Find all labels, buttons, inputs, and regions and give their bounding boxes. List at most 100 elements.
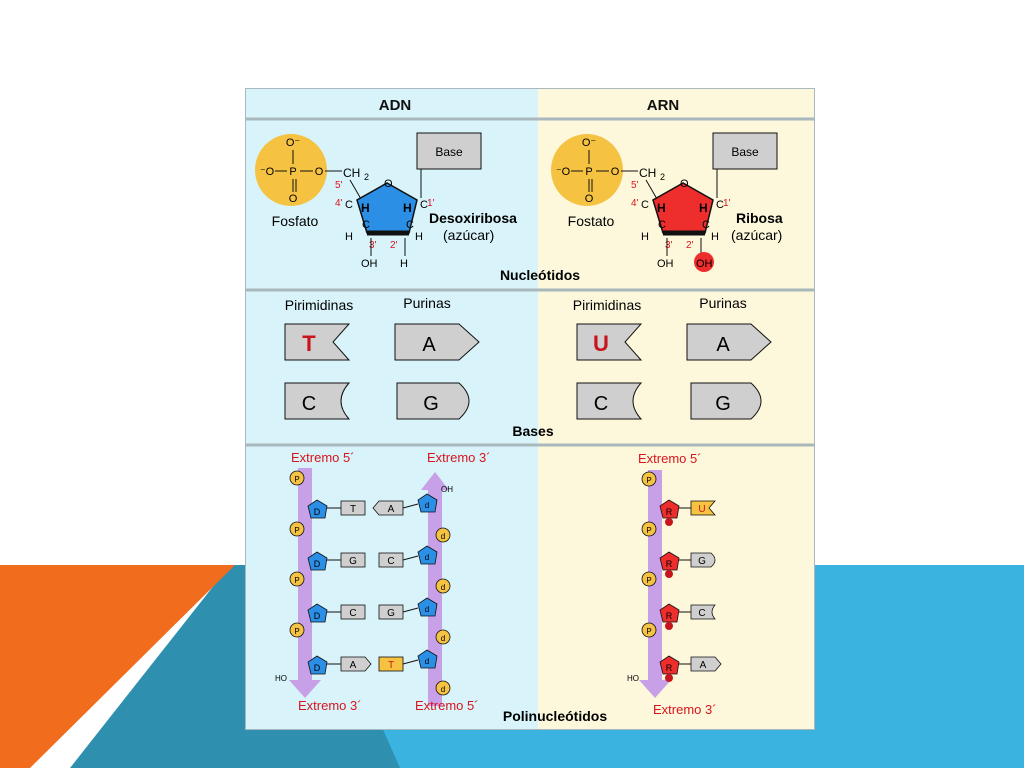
arn-nucleotide: O⁻ ⁻O P O O Fostato CH 2 5' O C 4' H C 1… bbox=[551, 132, 783, 272]
adn-pyrimidines-label: Pirimidinas bbox=[285, 297, 353, 313]
phosphate-marker bbox=[289, 571, 305, 587]
nucleotides-section-label: Nucleótidos bbox=[500, 267, 580, 283]
svg-text:D: D bbox=[314, 611, 321, 621]
phosphate-marker bbox=[435, 629, 451, 645]
svg-text:3': 3' bbox=[369, 240, 377, 251]
svg-text:HO: HO bbox=[627, 674, 639, 683]
svg-text:P: P bbox=[294, 576, 299, 585]
svg-text:⁻O: ⁻O bbox=[260, 166, 275, 178]
svg-text:T: T bbox=[350, 504, 356, 515]
phosphate-marker bbox=[289, 470, 305, 486]
svg-text:O: O bbox=[289, 193, 298, 205]
svg-text:d: d bbox=[441, 634, 445, 643]
arn-2-oh-highlight bbox=[694, 252, 714, 272]
svg-text:O: O bbox=[585, 193, 594, 205]
svg-text:HO: HO bbox=[275, 674, 287, 683]
bases-section-label: Bases bbox=[512, 423, 553, 439]
svg-text:T: T bbox=[388, 660, 394, 671]
ribose-marker bbox=[659, 603, 680, 623]
svg-text:G: G bbox=[715, 393, 731, 415]
deoxyribose-marker bbox=[307, 499, 328, 519]
arn-pyrimidines-label: Pirimidinas bbox=[573, 297, 641, 313]
svg-text:C: C bbox=[702, 219, 710, 231]
svg-text:1': 1' bbox=[723, 198, 731, 209]
svg-text:O⁻: O⁻ bbox=[582, 137, 597, 149]
adn-purines-label: Purinas bbox=[403, 295, 450, 311]
phosphate-marker bbox=[641, 622, 657, 638]
adn-right-end3: Extremo 3´ bbox=[427, 450, 491, 465]
svg-text:A: A bbox=[388, 504, 395, 515]
deoxyribose-marker bbox=[307, 603, 328, 623]
svg-text:d: d bbox=[441, 685, 445, 694]
svg-text:4': 4' bbox=[335, 198, 343, 209]
svg-text:C: C bbox=[420, 199, 428, 211]
ribose-marker bbox=[659, 655, 680, 675]
phosphate-marker bbox=[435, 680, 451, 696]
arn-base-c bbox=[576, 382, 643, 420]
svg-text:C: C bbox=[698, 608, 705, 619]
phosphate-marker bbox=[435, 527, 451, 543]
svg-text:C: C bbox=[658, 219, 666, 231]
svg-text:H: H bbox=[403, 201, 412, 215]
ribose-marker bbox=[659, 499, 680, 519]
slide-orange-triangle bbox=[0, 565, 235, 768]
svg-text:C: C bbox=[716, 199, 724, 211]
arn-base-u bbox=[576, 323, 643, 361]
svg-text:H: H bbox=[400, 258, 408, 270]
svg-text:CH: CH bbox=[343, 166, 360, 180]
phosphate-marker bbox=[289, 521, 305, 537]
svg-text:A: A bbox=[422, 334, 436, 356]
ribose-marker bbox=[659, 551, 680, 571]
adn-base-g bbox=[396, 382, 470, 420]
arn-strand: P P P P R R R R HO U G C A bbox=[627, 470, 722, 698]
svg-text:2': 2' bbox=[686, 240, 694, 251]
svg-text:2: 2 bbox=[364, 172, 369, 182]
svg-text:P: P bbox=[646, 476, 651, 485]
svg-text:OH: OH bbox=[361, 258, 378, 270]
svg-text:A: A bbox=[350, 660, 357, 671]
svg-text:Base: Base bbox=[435, 145, 463, 159]
svg-text:H: H bbox=[361, 201, 370, 215]
svg-text:2': 2' bbox=[390, 240, 398, 251]
svg-text:P: P bbox=[294, 627, 299, 636]
arn-end5: Extremo 5´ bbox=[638, 451, 702, 466]
svg-text:P: P bbox=[289, 166, 296, 178]
svg-text:d: d bbox=[425, 657, 429, 666]
svg-text:Base: Base bbox=[731, 145, 759, 159]
deoxyribose-marker bbox=[417, 597, 438, 617]
svg-text:OH: OH bbox=[696, 258, 713, 270]
arn-base-a bbox=[686, 323, 772, 361]
adn-base-t bbox=[284, 323, 351, 361]
adn-phosphate-group bbox=[255, 134, 327, 206]
svg-text:P: P bbox=[294, 526, 299, 535]
svg-text:T: T bbox=[302, 331, 316, 356]
deoxyribose-marker bbox=[307, 655, 328, 675]
adn-right-end5: Extremo 5´ bbox=[415, 698, 479, 713]
adn-phosphate-label: Fosfato bbox=[272, 213, 319, 229]
phosphate-marker bbox=[641, 471, 657, 487]
svg-text:R: R bbox=[666, 507, 673, 517]
svg-text:3': 3' bbox=[665, 240, 673, 251]
svg-text:d: d bbox=[425, 605, 429, 614]
svg-text:C: C bbox=[345, 199, 353, 211]
svg-text:d: d bbox=[441, 583, 445, 592]
svg-text:C: C bbox=[641, 199, 649, 211]
svg-text:H: H bbox=[699, 201, 708, 215]
arn-bases: Pirimidinas Purinas U A C G bbox=[573, 295, 772, 420]
arn-purines-label: Purinas bbox=[699, 295, 746, 311]
arn-sugar-name: Ribosa bbox=[736, 210, 783, 226]
svg-text:1': 1' bbox=[427, 198, 435, 209]
svg-text:R: R bbox=[666, 663, 673, 673]
adn-base-c bbox=[284, 382, 351, 420]
deoxyribose-marker bbox=[417, 649, 438, 669]
svg-text:H: H bbox=[641, 231, 649, 243]
svg-text:H: H bbox=[711, 231, 719, 243]
svg-text:OH: OH bbox=[657, 258, 674, 270]
deoxyribose-marker bbox=[417, 545, 438, 565]
arn-phosphate-label: Fostato bbox=[568, 213, 615, 229]
svg-text:D: D bbox=[314, 559, 321, 569]
arn-sugar-note: (azúcar) bbox=[731, 227, 782, 243]
deoxyribose-marker bbox=[417, 493, 438, 513]
svg-text:C: C bbox=[387, 556, 394, 567]
phosphate-marker bbox=[435, 578, 451, 594]
